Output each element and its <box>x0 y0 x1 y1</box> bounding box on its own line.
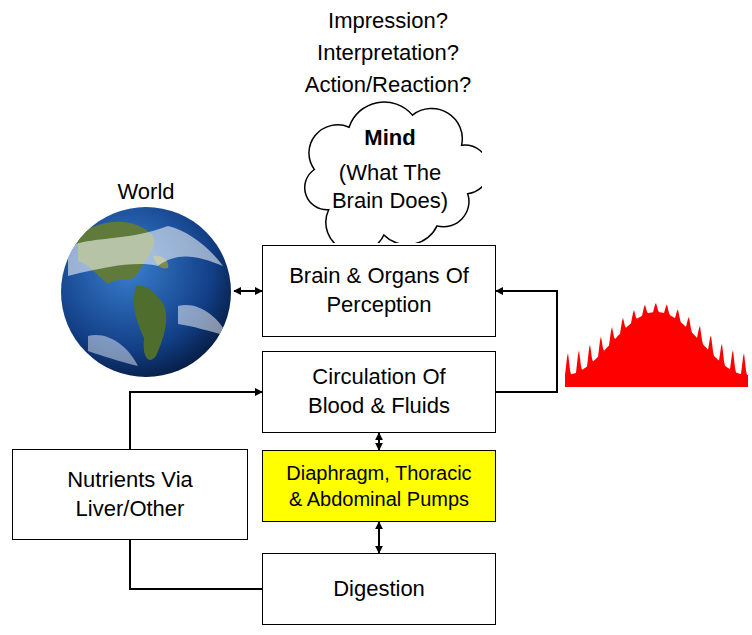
box-label: Circulation Of Blood & Fluids <box>282 363 476 420</box>
waveform-fill <box>565 303 748 387</box>
flow-connector <box>234 290 262 292</box>
process-box: Digestion <box>262 553 496 625</box>
flow-connector <box>378 433 380 450</box>
cloud-heading: Mind <box>326 124 454 153</box>
question-label: Action/Reaction? <box>305 72 471 98</box>
question-label: Interpretation? <box>317 40 459 66</box>
box-label: Diaphragm, Thoracic & Abdominal Pumps <box>282 460 476 512</box>
flow-connector <box>496 291 557 392</box>
mind-cloud: Mind (What The Brain Does) <box>298 97 482 243</box>
box-label: Nutrients Via Liver/Other <box>32 466 228 523</box>
flow-connector <box>130 392 262 449</box>
flow-connector <box>378 522 380 553</box>
box-label: Digestion <box>333 575 425 604</box>
cloud-text-group: Mind (What The Brain Does) <box>298 97 482 243</box>
globe-heading: World <box>58 178 234 206</box>
process-box: Circulation Of Blood & Fluids <box>262 351 496 433</box>
pump-box: Diaphragm, Thoracic & Abdominal Pumps <box>262 450 496 522</box>
process-box: Brain & Organs Of Perception <box>262 245 496 337</box>
pulse-waveform <box>560 280 750 390</box>
cloud-body: (What The Brain Does) <box>326 159 454 216</box>
box-label: Brain & Organs Of Perception <box>282 262 476 319</box>
process-box: Nutrients Via Liver/Other <box>12 449 248 540</box>
world-globe: World <box>58 178 234 380</box>
earth-illustration <box>58 206 234 380</box>
question-label: Impression? <box>328 8 448 34</box>
flow-connector <box>130 540 262 589</box>
